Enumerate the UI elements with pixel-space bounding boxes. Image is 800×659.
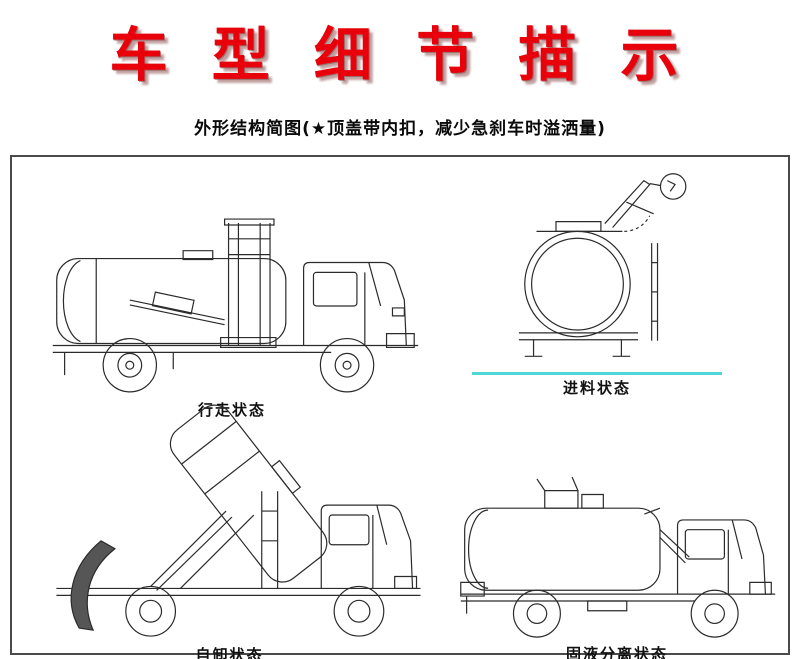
side-ladder: [652, 243, 658, 341]
page-title: 车 型 细 节 描 示: [109, 21, 691, 89]
diagram-caption: 固液分离状态: [565, 645, 668, 659]
wheels: [103, 339, 374, 392]
open-lid: [605, 181, 654, 232]
separating-state-drawing: [447, 475, 787, 641]
feeding-state-drawing: [477, 165, 717, 370]
cab: [321, 505, 416, 588]
diagram-dumping: 自卸状态: [22, 392, 437, 659]
diagram-panel: 行走状态: [10, 155, 790, 659]
tank: [56, 251, 285, 344]
wheels: [125, 586, 383, 636]
hydraulic-arm: [129, 292, 224, 325]
detail-callout: [650, 174, 686, 199]
cab: [303, 263, 414, 348]
diagram-feeding: 进料状态: [472, 165, 722, 398]
wheels: [513, 590, 738, 637]
chassis: [52, 345, 417, 375]
tilted-tank: [163, 392, 342, 589]
cab: [678, 520, 772, 594]
tank-rear-view: [525, 222, 630, 337]
rear-chute: [461, 582, 484, 613]
open-lid: [71, 541, 115, 630]
tank: [465, 477, 660, 590]
diagram-caption: 自卸状态: [195, 646, 264, 659]
hoist-frame: [150, 491, 277, 590]
base-frame: [519, 333, 638, 356]
chassis: [56, 588, 420, 595]
diagram-driving: 行走状态: [27, 209, 437, 420]
link-arm: [660, 530, 689, 563]
cyan-underline: [472, 372, 722, 375]
subtitle: 外形结构简图(★顶盖带内扣，减少急刹车时溢洒量): [194, 119, 606, 139]
lift-frame: [220, 219, 275, 347]
chassis: [461, 594, 775, 611]
driving-state-drawing: [35, 209, 430, 397]
diagram-separating: 固液分离状态: [442, 475, 792, 659]
diagram-caption: 进料状态: [562, 379, 631, 397]
dumping-state-drawing: [30, 392, 430, 642]
